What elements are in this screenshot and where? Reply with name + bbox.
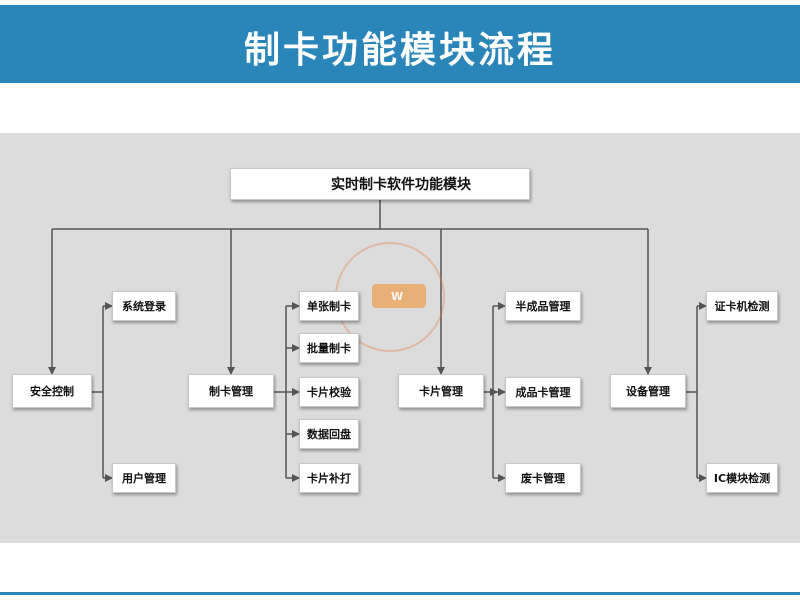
- node-semi-finished-label: 半成品管理: [515, 300, 571, 313]
- node-card-reprint: 卡片补打: [299, 463, 359, 493]
- node-ic-check-label: IC模块检测: [713, 472, 771, 485]
- node-finished-card: 成品卡管理: [505, 377, 581, 407]
- watermark-logo: W: [372, 284, 426, 308]
- node-printer-check-label: 证卡机检测: [714, 300, 770, 313]
- module-security-label: 安全控制: [30, 385, 74, 398]
- node-system-login-label: 系统登录: [122, 300, 166, 313]
- bottom-divider: [0, 592, 800, 595]
- node-single-card-label: 单张制卡: [307, 300, 351, 313]
- node-card-verify-label: 卡片校验: [307, 386, 351, 399]
- node-finished-card-label: 成品卡管理: [515, 386, 571, 399]
- node-single-card: 单张制卡: [299, 291, 359, 321]
- module-card-label: 卡片管理: [419, 385, 463, 398]
- page-title: 制卡功能模块流程: [243, 30, 556, 71]
- node-batch-card-label: 批量制卡: [307, 342, 351, 355]
- module-device-label: 设备管理: [626, 385, 670, 398]
- module-card-making-label: 制卡管理: [209, 385, 253, 398]
- module-card-making: 制卡管理: [188, 374, 274, 408]
- node-card-reprint-label: 卡片补打: [307, 472, 351, 485]
- node-semi-finished: 半成品管理: [505, 291, 581, 321]
- node-waste-card-label: 废卡管理: [521, 472, 565, 485]
- module-card: 卡片管理: [398, 374, 484, 408]
- node-batch-card: 批量制卡: [299, 333, 359, 363]
- node-data-return-label: 数据回盘: [307, 428, 351, 441]
- node-waste-card: 废卡管理: [505, 463, 581, 493]
- module-security: 安全控制: [12, 374, 92, 408]
- node-user-management: 用户管理: [112, 463, 176, 493]
- module-device: 设备管理: [610, 374, 686, 408]
- node-system-login: 系统登录: [112, 291, 176, 321]
- node-ic-check: IC模块检测: [706, 463, 778, 493]
- node-user-management-label: 用户管理: [122, 472, 166, 485]
- node-printer-check: 证卡机检测: [706, 291, 778, 321]
- node-card-verify: 卡片校验: [299, 377, 359, 407]
- title-banner: 制卡功能模块流程: [0, 5, 800, 83]
- root-module-box: 实时制卡软件功能模块: [230, 168, 530, 200]
- root-module-label: 实时制卡软件功能模块: [331, 177, 471, 193]
- node-data-return: 数据回盘: [299, 419, 359, 449]
